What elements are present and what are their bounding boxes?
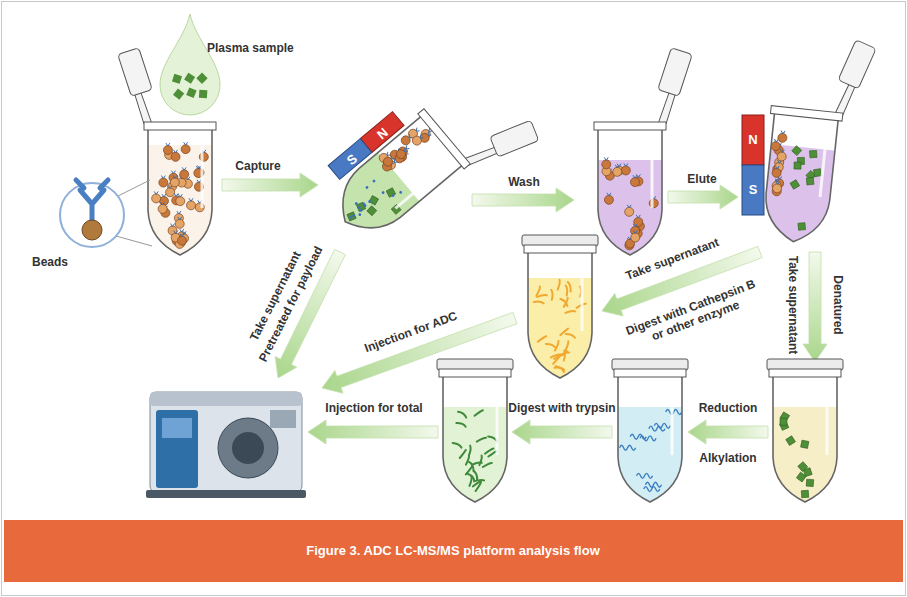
sample-tube (435, 359, 515, 547)
magnet-pole: S (344, 152, 360, 168)
step-label: Take supernatant (786, 256, 800, 354)
plasma-drop (160, 14, 220, 115)
sample-tube (749, 31, 877, 293)
sample-tube (765, 359, 845, 547)
bead-callout (60, 180, 124, 247)
plasma-protein (196, 73, 207, 84)
step-label: Digest with trypsin (508, 401, 615, 415)
sample-label: Plasma sample (207, 41, 294, 55)
step-label: Take supernatant (623, 235, 720, 283)
sample-tube (118, 48, 220, 285)
magnet-pole: N (375, 126, 391, 143)
step-label: Take supernatant (247, 249, 304, 343)
step-label: Reduction (699, 401, 758, 415)
flow-arrow (512, 420, 612, 444)
magnet-pole: N (748, 133, 757, 147)
flow-arrow (472, 188, 574, 212)
plasma-protein (186, 88, 196, 98)
plasma-protein (199, 90, 207, 98)
plasma-protein (172, 74, 182, 84)
step-label: Denatured (831, 275, 845, 334)
figure-caption: Figure 3. ADC LC-MS/MS platform analysis… (306, 544, 600, 558)
flow-arrow (602, 246, 762, 316)
flow-arrow (668, 185, 738, 209)
flow-arrow (803, 252, 827, 362)
step-label: Alkylation (699, 451, 756, 465)
sample-tube (610, 359, 690, 547)
sample-tube (257, 47, 544, 314)
magnet-north (742, 115, 764, 165)
step-label: Capture (235, 159, 280, 173)
step-label: Wash (508, 175, 540, 189)
step-label: Elute (687, 172, 716, 186)
step-label: Injection for ADC (363, 309, 460, 355)
plasma-protein (173, 88, 184, 99)
flow-arrow (275, 249, 345, 378)
sample-tube (520, 235, 600, 418)
sample-tube (590, 48, 692, 300)
flow-arrow (688, 420, 768, 444)
step-label: Digest with Cathepsin B or other enzyme (618, 275, 768, 354)
callout-label: Beads (32, 255, 68, 269)
caption-band (4, 520, 903, 582)
magnet-pole: S (749, 183, 758, 197)
plasma-protein (184, 73, 195, 84)
magnet-south (742, 165, 764, 215)
flow-arrow (222, 173, 318, 197)
flow-arrow (308, 420, 438, 444)
step-label: Pretreated for payload (256, 244, 326, 364)
step-label: Injection for total (325, 401, 422, 415)
mass-spectrometer (146, 392, 306, 498)
